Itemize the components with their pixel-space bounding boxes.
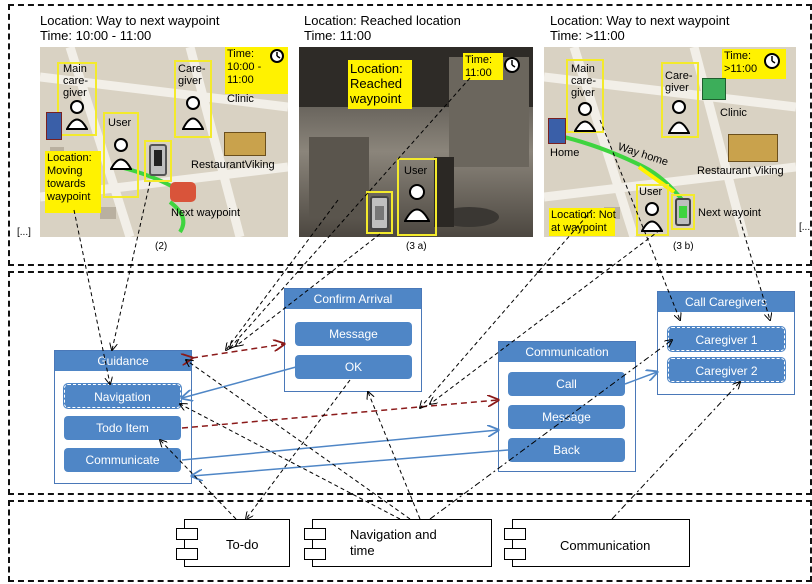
- house-icon: [46, 112, 62, 140]
- navigation-label: Navigation and time: [350, 527, 437, 558]
- panel-number-3b: (3 b): [673, 241, 694, 252]
- house-icon: [548, 118, 566, 144]
- back-button[interactable]: Back: [508, 438, 625, 462]
- communication-component: [512, 519, 690, 567]
- clinic-label-1: Clinic: [227, 93, 254, 105]
- home-label-3: Home: [550, 147, 580, 159]
- todo-component: [184, 519, 290, 567]
- guidance-title: Guidance: [55, 351, 191, 371]
- location-label-2: Location: Reached waypoint: [348, 60, 412, 109]
- phone-icon: [149, 144, 167, 176]
- navigation-button[interactable]: Navigation: [63, 383, 182, 409]
- clock-icon: [270, 49, 284, 63]
- component-icon: [504, 548, 526, 560]
- communication-title: Communication: [499, 342, 635, 362]
- communicate-button[interactable]: Communicate: [64, 448, 181, 472]
- person-icon: [574, 102, 596, 132]
- location-label-1: Location: Moving towards waypoint: [45, 151, 101, 213]
- clinic-label-3: Clinic: [720, 107, 747, 119]
- ellipsis-right: [...: [799, 222, 811, 233]
- component-icon: [504, 528, 526, 540]
- panel-number-3a: (3 a): [406, 241, 427, 252]
- message-button[interactable]: Message: [295, 322, 412, 346]
- user-label-3: User: [639, 186, 663, 198]
- restaurant-icon: [728, 134, 778, 162]
- communication-label: Communication: [560, 538, 651, 553]
- person-icon: [182, 96, 204, 130]
- phone-icon: [675, 198, 691, 226]
- location-label-3: Location: Not at waypoint: [549, 208, 616, 236]
- person-icon: [110, 138, 132, 170]
- main-caregiver-label-1: Main care- giver: [63, 63, 89, 99]
- phone-icon: [370, 196, 389, 230]
- restaurant-label-1: RestaurantViking: [191, 159, 275, 171]
- person-icon: [668, 100, 690, 134]
- main-caregiver-label-3: Main care- giver: [571, 63, 597, 99]
- main-caregiver-box-3: [566, 59, 604, 133]
- food-icon: [170, 182, 196, 202]
- component-icon: [176, 548, 198, 560]
- component-icon: [304, 548, 326, 560]
- todo-label: To-do: [226, 537, 259, 552]
- phone-box-1: [144, 140, 172, 182]
- confirm-arrival-title: Confirm Arrival: [285, 289, 421, 309]
- caregiver-label-3: Care- giver: [665, 70, 693, 94]
- restaurant-icon: [224, 132, 266, 156]
- caregiver-1-button[interactable]: Caregiver 1: [667, 326, 786, 352]
- caregiver-2-button[interactable]: Caregiver 2: [667, 357, 786, 383]
- panel-number-2: (2): [155, 241, 168, 252]
- component-icon: [304, 528, 326, 540]
- clock-icon: [764, 53, 780, 69]
- caregiver-box-1: [174, 60, 212, 138]
- clinic-icon: [702, 78, 726, 100]
- caregiver-label-1: Care- giver: [178, 63, 206, 87]
- todo-item-button[interactable]: Todo Item: [64, 416, 181, 440]
- component-icon: [176, 528, 198, 540]
- time-label-2: Time: 11:00: [463, 53, 503, 80]
- ellipsis-left: [...]: [17, 227, 31, 238]
- clock-icon: [503, 56, 521, 74]
- restaurant-label-3: Restaurant Viking: [697, 165, 784, 177]
- person-icon: [66, 100, 88, 130]
- main-caregiver-box-1: [57, 62, 97, 136]
- ok-button[interactable]: OK: [295, 355, 412, 379]
- person-icon: [641, 202, 663, 232]
- user-label-1: User: [108, 117, 132, 129]
- message-button[interactable]: Message: [508, 405, 625, 429]
- call-button[interactable]: Call: [508, 372, 625, 396]
- next-waypoint-label-3: Next wayoint: [698, 207, 761, 219]
- user-label-2: User: [404, 165, 428, 177]
- call-caregivers-title: Call Caregivers: [658, 292, 794, 312]
- person-icon: [404, 184, 430, 222]
- next-waypoint-label-1: Next waypoint: [171, 207, 241, 219]
- navigation-component: [312, 519, 492, 567]
